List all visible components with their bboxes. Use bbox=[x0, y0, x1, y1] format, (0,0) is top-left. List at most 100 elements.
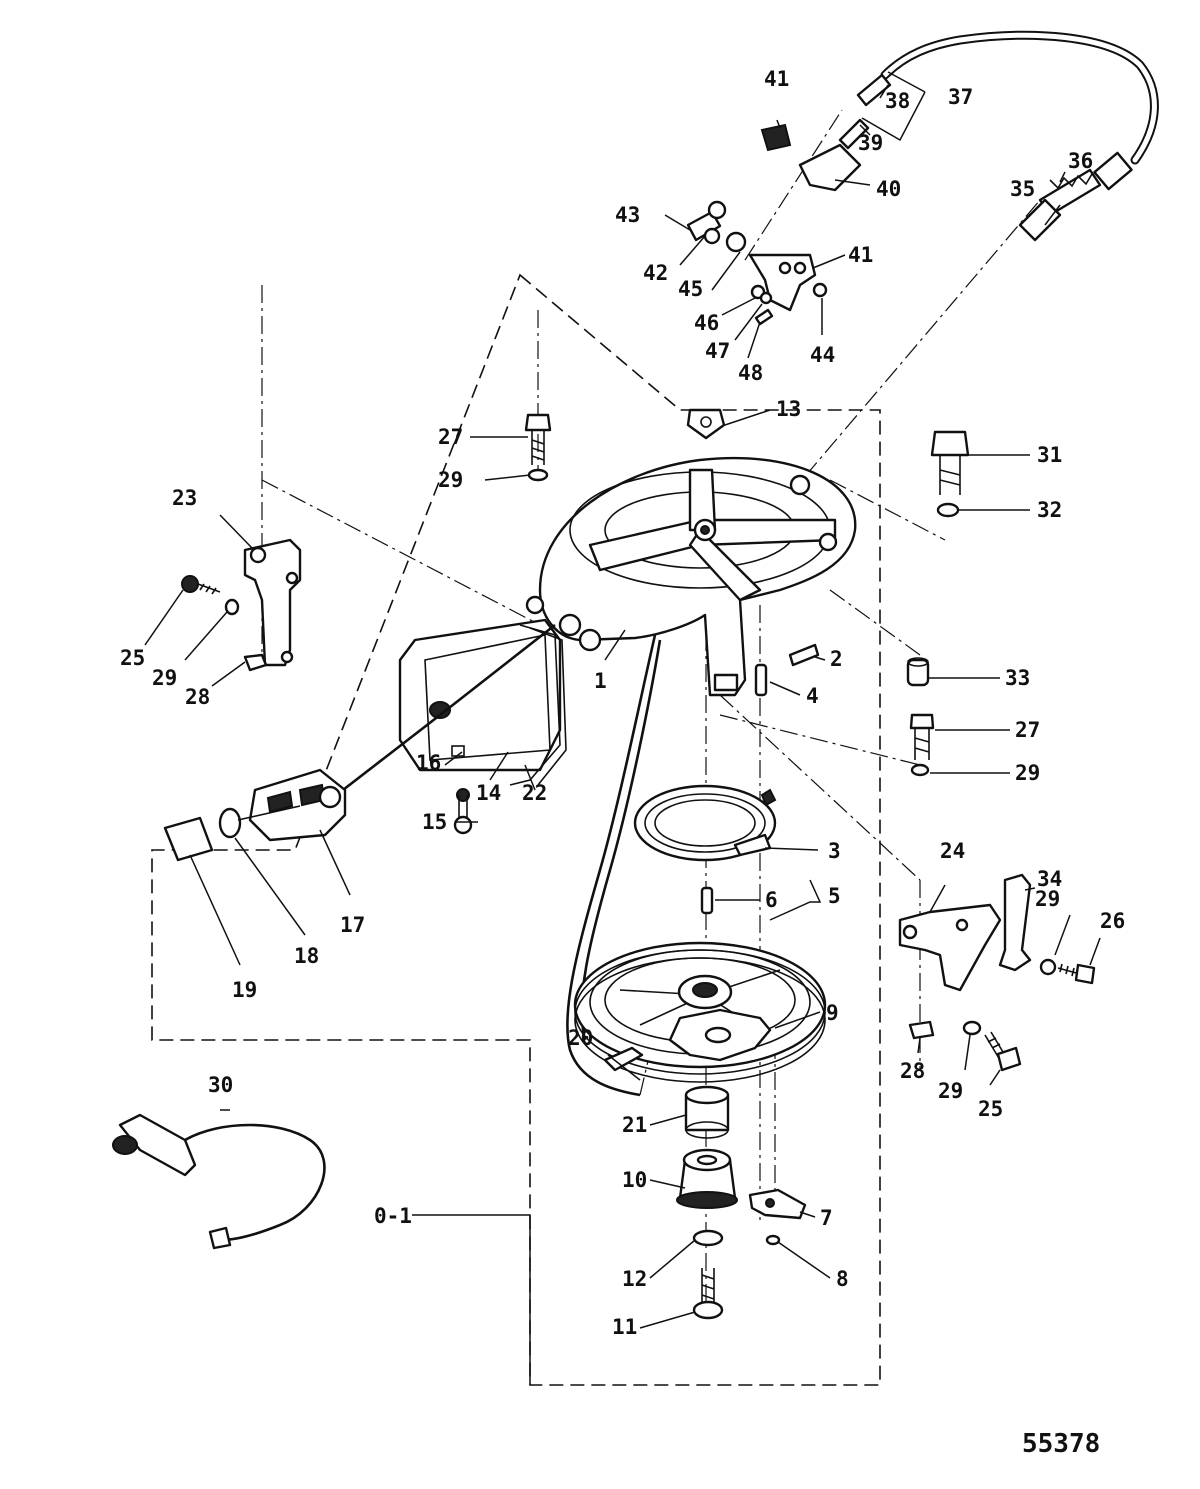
pin-2 bbox=[788, 643, 820, 667]
callout-20: 20 bbox=[568, 1026, 593, 1050]
callout-35: 35 bbox=[1010, 177, 1035, 201]
screw-11 bbox=[692, 1268, 724, 1320]
callout-24: 24 bbox=[940, 839, 965, 863]
callout-39: 39 bbox=[858, 131, 883, 155]
callout-25-right: 25 bbox=[978, 1097, 1003, 1121]
screw-43 bbox=[686, 210, 722, 242]
starter-rope bbox=[566, 634, 657, 1097]
handle-pin-18 bbox=[218, 805, 301, 839]
callout-16: 16 bbox=[416, 751, 441, 775]
callout-14: 14 bbox=[476, 781, 501, 805]
callout-37: 37 bbox=[948, 85, 973, 109]
washer-44 bbox=[812, 282, 828, 298]
figure-number: 55378 bbox=[1022, 1429, 1100, 1459]
bracket-23 bbox=[243, 538, 302, 667]
leader-lines bbox=[144, 71, 1101, 1385]
rewind-spring-3 bbox=[633, 784, 777, 862]
lanyard-30 bbox=[112, 1113, 326, 1250]
group-label: 0-1 bbox=[374, 1204, 412, 1228]
rope-guide-14 bbox=[398, 618, 562, 772]
lever-34 bbox=[998, 873, 1032, 972]
bolt-27-upper bbox=[524, 413, 552, 465]
handle-insert-19 bbox=[163, 816, 214, 862]
callout-33: 33 bbox=[1005, 666, 1030, 690]
starter-housing bbox=[525, 456, 857, 697]
callout-26: 26 bbox=[1100, 909, 1125, 933]
washer-29-right bbox=[910, 763, 930, 777]
callout-29-lower-right: 29 bbox=[1035, 887, 1060, 911]
callout-41-top: 41 bbox=[764, 67, 789, 91]
spring-36 bbox=[1049, 173, 1093, 190]
callout-42: 42 bbox=[643, 261, 668, 285]
bracket-24 bbox=[898, 903, 1002, 992]
callout-34: 34 bbox=[1037, 867, 1062, 891]
callout-29-left: 29 bbox=[152, 666, 177, 690]
screw-15 bbox=[453, 788, 473, 835]
clip-8 bbox=[765, 1234, 781, 1246]
callout-27-upper: 27 bbox=[438, 425, 463, 449]
screw-26 bbox=[1039, 958, 1096, 985]
callout-12: 12 bbox=[622, 1267, 647, 1291]
washer-29-upper bbox=[527, 468, 549, 482]
callout-29-upper: 29 bbox=[438, 468, 463, 492]
callout-40: 40 bbox=[876, 177, 901, 201]
callout-28-right: 28 bbox=[900, 1059, 925, 1083]
bolt-41-top bbox=[760, 123, 792, 152]
callout-31: 31 bbox=[1037, 443, 1062, 467]
callout-6: 6 bbox=[765, 888, 778, 912]
bushing-45 bbox=[725, 231, 747, 253]
washer-29-lower-right bbox=[962, 1020, 982, 1036]
callout-15: 15 bbox=[422, 810, 447, 834]
callout-43: 43 bbox=[615, 203, 640, 227]
callout-44: 44 bbox=[810, 343, 835, 367]
callout-30: 30 bbox=[208, 1073, 233, 1097]
callout-36: 36 bbox=[1068, 149, 1093, 173]
pin-4 bbox=[754, 663, 768, 697]
callout-4: 4 bbox=[806, 684, 819, 708]
callout-25-left: 25 bbox=[120, 646, 145, 670]
pin-6 bbox=[700, 886, 714, 915]
washer-42 bbox=[703, 227, 721, 245]
bushing-21 bbox=[684, 1085, 730, 1139]
callout-9: 9 bbox=[826, 1001, 839, 1025]
callout-2: 2 bbox=[830, 647, 843, 671]
callout-18: 18 bbox=[294, 944, 319, 968]
callout-5: 5 bbox=[828, 884, 841, 908]
callout-38: 38 bbox=[885, 89, 910, 113]
nut-13 bbox=[686, 408, 726, 440]
hub-10 bbox=[676, 1148, 738, 1209]
rope-through-guide bbox=[329, 623, 556, 802]
callout-19: 19 bbox=[232, 978, 257, 1002]
callout-41-bracket: 41 bbox=[848, 243, 873, 267]
screw-25-right bbox=[984, 1031, 1022, 1072]
spring-20 bbox=[603, 1046, 644, 1072]
callout-29-right: 29 bbox=[1015, 761, 1040, 785]
washer-29-left bbox=[224, 598, 240, 616]
callout-7: 7 bbox=[820, 1206, 833, 1230]
callout-23: 23 bbox=[172, 486, 197, 510]
plate-9 bbox=[668, 1008, 772, 1062]
callout-46: 46 bbox=[694, 311, 719, 335]
nut-28-left bbox=[243, 653, 268, 672]
callout-27-right: 27 bbox=[1015, 718, 1040, 742]
callout-22: 22 bbox=[522, 781, 547, 805]
control-cable bbox=[880, 30, 1159, 242]
bolt-27-right bbox=[909, 713, 935, 760]
gasket-22 bbox=[509, 624, 567, 786]
callout-10: 10 bbox=[622, 1168, 647, 1192]
screw-25-left bbox=[181, 575, 221, 595]
washer-12 bbox=[692, 1229, 724, 1247]
nut-28-right bbox=[908, 1020, 935, 1040]
callout-11: 11 bbox=[612, 1315, 637, 1339]
callout-29-bottom-right: 29 bbox=[938, 1079, 963, 1103]
bushing-33 bbox=[906, 657, 930, 687]
pin-38 bbox=[856, 73, 892, 107]
callout-45: 45 bbox=[678, 277, 703, 301]
alignment-lines bbox=[261, 109, 1041, 1305]
callout-21: 21 bbox=[622, 1113, 647, 1137]
callout-47: 47 bbox=[705, 339, 730, 363]
handle-17 bbox=[248, 768, 347, 842]
cable-bracket-assembly bbox=[686, 73, 892, 326]
callout-3: 3 bbox=[828, 839, 841, 863]
